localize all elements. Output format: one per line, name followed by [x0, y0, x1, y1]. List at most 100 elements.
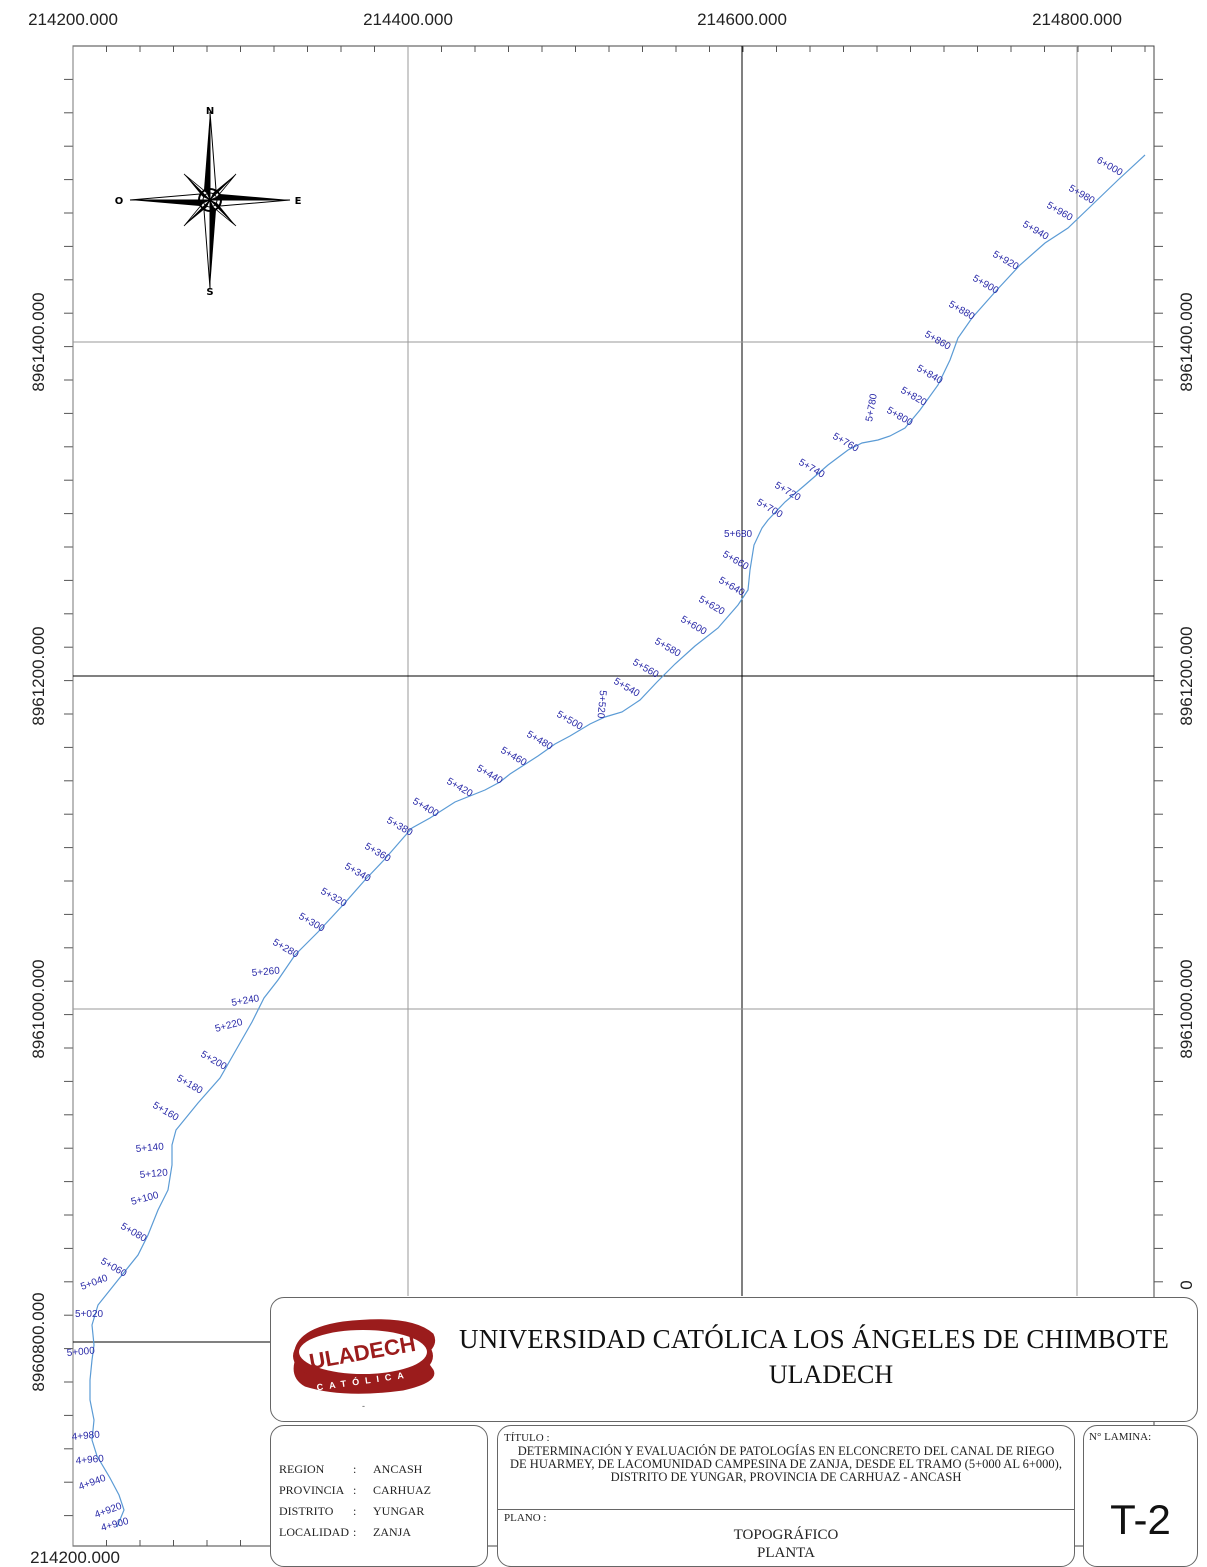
station-label: 5+240	[231, 993, 261, 1009]
y-coord-label-left-8961200: 8961200.000	[29, 626, 48, 725]
y-coord-label-left-8960800: 8960800.000	[29, 1292, 48, 1391]
station-label: 5+360	[363, 841, 393, 865]
station-label: 5+040	[79, 1273, 110, 1293]
station-label: 5+660	[721, 549, 751, 573]
region-value: ANCASH	[373, 1462, 423, 1476]
frame-ticks	[64, 46, 1163, 1546]
station-label: 5+460	[499, 745, 529, 769]
compass-n-label: N	[206, 106, 214, 117]
station-label: 5+020	[75, 1309, 104, 1320]
station-label: 5+100	[130, 1190, 160, 1208]
station-label: 5+980	[1067, 183, 1097, 207]
distrito-key: DISTRITO	[279, 1504, 334, 1518]
north-arrow-compass-icon: N S E O	[115, 106, 302, 298]
station-label: 5+940	[1021, 219, 1051, 243]
provincia-value: CARHUAZ	[373, 1483, 432, 1497]
station-label: 5+300	[297, 911, 327, 935]
title-divider	[498, 1509, 1074, 1510]
compass-e-label: E	[295, 196, 302, 207]
compass-s-label: S	[206, 287, 213, 298]
x-coord-label-214800: 214800.000	[1032, 10, 1122, 29]
station-label: 5+160	[151, 1100, 181, 1124]
station-label: 5+420	[445, 776, 475, 800]
station-label: 5+180	[175, 1073, 205, 1097]
station-label: 5+880	[947, 299, 977, 323]
distrito-colon: :	[353, 1504, 357, 1518]
sheet-number-box: N° LAMINA: T-2	[1083, 1425, 1198, 1567]
station-label: 5+200	[199, 1049, 229, 1073]
location-box: REGION:ANCASH PROVINCIA:CARHUAZ DISTRITO…	[270, 1425, 488, 1567]
distrito-value: YUNGAR	[373, 1504, 425, 1518]
station-label: 5+120	[139, 1168, 168, 1181]
location-row-provincia: PROVINCIA: CARHUAZ	[279, 1483, 431, 1498]
x-coord-label-214600: 214600.000	[697, 10, 787, 29]
station-label: 5+860	[923, 329, 953, 353]
station-label: 5+800	[885, 405, 915, 429]
station-label: 5+080	[119, 1221, 149, 1245]
plano-type: TOPOGRÁFICO	[733, 1527, 839, 1543]
title-box: TÍTULO : DETERMINACIÓN Y EVALUACIÓN DE P…	[497, 1425, 1075, 1567]
station-label: 5+600	[679, 614, 709, 638]
title-text: DETERMINACIÓN Y EVALUACIÓN DE PATOLOGÍAS…	[510, 1444, 1062, 1484]
sheet-number-label: N° LAMINA:	[1089, 1431, 1152, 1443]
localidad-key: LOCALIDAD	[279, 1525, 349, 1539]
location-row-region: REGION:ANCASH	[279, 1462, 422, 1477]
y-coord-label-right-8961000: 8961000.000	[1177, 959, 1196, 1058]
station-label: 5+900	[971, 273, 1001, 297]
station-label: 5+000	[66, 1346, 95, 1359]
university-name: UNIVERSIDAD CATÓLICA LOS ÁNGELES DE CHIM…	[459, 1324, 1170, 1354]
compass-o-label: O	[115, 196, 124, 207]
station-label: 5+140	[135, 1142, 164, 1155]
station-label: 4+940	[77, 1473, 108, 1493]
coordinate-grid	[72, 46, 1154, 1546]
station-label: 5+820	[899, 385, 929, 409]
station-label: 5+380	[385, 815, 415, 839]
canal-alignment	[89, 154, 1146, 1528]
region-key: REGION	[279, 1462, 325, 1476]
plano-label: PLANO :	[504, 1512, 547, 1524]
plano-view: PLANTA	[757, 1545, 815, 1561]
university-header-box: ULADECH CATÓLICA - UNIVERSIDAD CATÓLICA …	[270, 1297, 1198, 1422]
station-label: 5+220	[214, 1017, 244, 1035]
station-label: 4+900	[100, 1516, 130, 1534]
station-label: 5+840	[915, 363, 945, 387]
station-label: 4+980	[71, 1430, 100, 1443]
station-label: 5+280	[271, 937, 301, 961]
y-coord-label-left-8961400: 8961400.000	[29, 292, 48, 391]
y-coord-label-left-8961000: 8961000.000	[29, 959, 48, 1058]
provincia-colon: :	[353, 1483, 357, 1497]
logo-caption: -	[362, 1401, 365, 1411]
location-row-distrito: DISTRITO: YUNGAR	[279, 1504, 424, 1519]
station-label: 5+320	[319, 886, 349, 910]
station-label: 5+440	[475, 763, 505, 787]
station-label: 5+780	[864, 393, 880, 423]
station-label: 5+560	[631, 657, 661, 681]
station-label: 5+580	[653, 636, 683, 660]
uladech-logo-icon: ULADECH CATÓLICA	[293, 1319, 436, 1394]
x-coord-label-bottom: 214200.000	[30, 1548, 120, 1567]
y-coord-label-right-8961200: 8961200.000	[1177, 626, 1196, 725]
university-acronym: ULADECH	[768, 1360, 894, 1389]
station-label: 5+540	[612, 676, 642, 700]
station-label: 5+500	[555, 709, 585, 733]
x-coord-label-214400: 214400.000	[363, 10, 453, 29]
station-label: 5+400	[411, 796, 441, 820]
station-label: 5+260	[251, 966, 280, 979]
localidad-value: ZANJA	[373, 1525, 411, 1539]
station-label: 5+700	[755, 497, 785, 521]
station-label: 5+920	[991, 249, 1021, 273]
station-label: 5+740	[797, 457, 827, 481]
x-coord-label-214200: 214200.000	[28, 10, 118, 29]
station-label: 5+480	[525, 729, 555, 753]
station-label: 5+620	[697, 594, 727, 618]
station-label: 5+520	[595, 690, 608, 719]
provincia-key: PROVINCIA	[279, 1483, 345, 1497]
localidad-colon: :	[353, 1525, 357, 1539]
sheet-number-value: T-2	[1110, 1496, 1171, 1543]
station-label: 4+960	[75, 1454, 104, 1467]
station-label: 5+340	[343, 861, 373, 885]
station-label: 6+000	[1095, 155, 1125, 179]
location-row-localidad: LOCALIDAD: ZANJA	[279, 1525, 411, 1540]
station-label: 5+960	[1045, 200, 1075, 224]
